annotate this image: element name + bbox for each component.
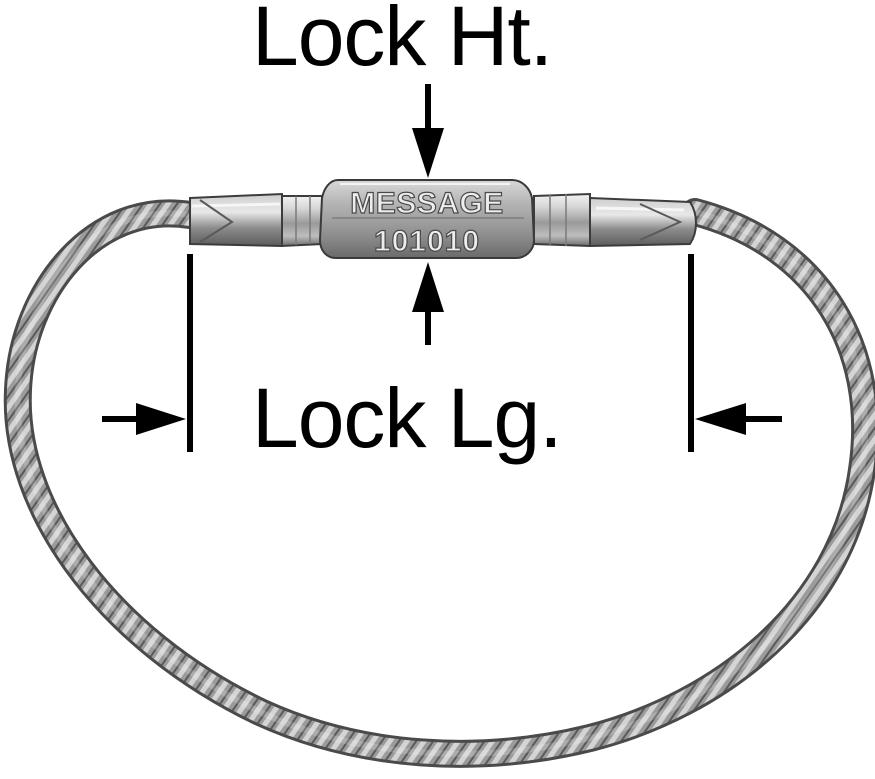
cable-loop <box>3 198 875 768</box>
right-ferrule <box>533 192 697 248</box>
arrow-down-icon <box>412 128 444 178</box>
length-dimension <box>102 254 782 452</box>
arrow-up-icon <box>412 262 444 312</box>
lock-length-label: Lock Lg. <box>252 371 563 465</box>
engraving-message: MESSAGE <box>350 187 504 220</box>
engraving-number: 101010 <box>374 225 480 258</box>
left-ferrule <box>189 192 323 248</box>
lock-height-label: Lock Ht. <box>252 0 553 83</box>
height-dimension <box>412 84 444 345</box>
arrow-right-icon <box>136 403 186 435</box>
arrow-left-icon <box>695 403 746 435</box>
lock-body: MESSAGE 101010 <box>318 179 536 259</box>
